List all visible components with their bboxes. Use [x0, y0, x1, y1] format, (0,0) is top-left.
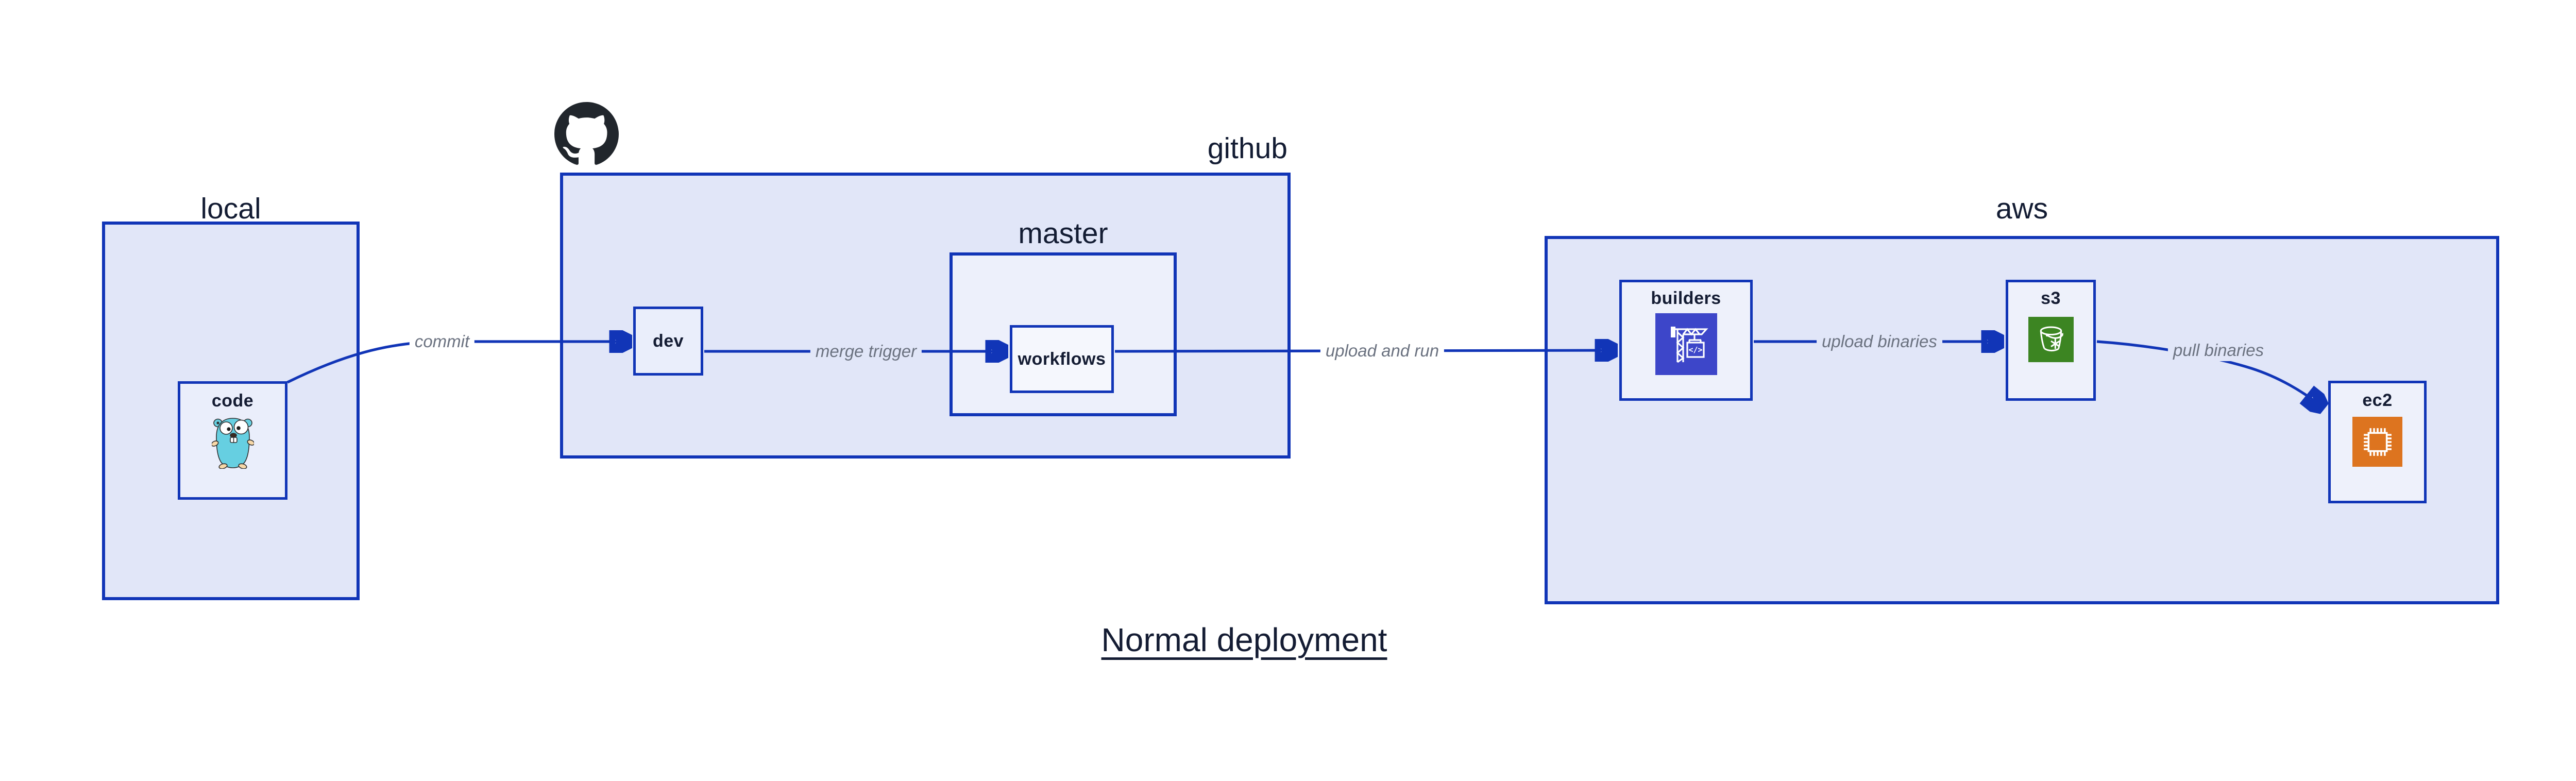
node-workflows-label: workflows — [1018, 349, 1106, 369]
aws-group-label: aws — [1995, 192, 2048, 225]
ec2-chip-icon — [2352, 417, 2402, 467]
s3-glacier-bucket-icon — [2028, 317, 2074, 362]
svg-text:</>: </> — [1688, 345, 1702, 354]
node-ec2-label: ec2 — [2362, 390, 2393, 410]
github-octocat-icon — [554, 102, 619, 165]
edge-label-commit: commit — [409, 331, 475, 352]
node-code-label: code — [211, 391, 254, 411]
node-dev: dev — [633, 307, 703, 376]
local-group-label: local — [200, 192, 261, 225]
node-code: code — [178, 381, 287, 500]
edge-pull-binaries-arrow — [2096, 340, 2321, 406]
edge-label-pull-binaries: pull binaries — [2167, 339, 2269, 361]
node-dev-label: dev — [652, 331, 684, 351]
master-group-label: master — [1018, 217, 1108, 250]
diagram-title: Normal deployment — [1101, 621, 1387, 658]
node-builders: builders </> — [1619, 280, 1753, 401]
codebuild-crane-icon: </> — [1655, 313, 1717, 375]
github-group-label: github — [1207, 132, 1287, 165]
node-ec2: ec2 — [2328, 381, 2427, 503]
edge-label-merge-trigger: merge trigger — [810, 341, 922, 362]
edge-label-upload-binaries: upload binaries — [1817, 331, 1942, 352]
node-builders-label: builders — [1651, 288, 1721, 308]
edge-label-upload-and-run: upload and run — [1320, 340, 1445, 362]
go-gopher-icon — [211, 418, 254, 469]
node-s3: s3 — [2006, 280, 2096, 401]
node-workflows: workflows — [1010, 325, 1114, 393]
node-s3-label: s3 — [2041, 288, 2061, 308]
